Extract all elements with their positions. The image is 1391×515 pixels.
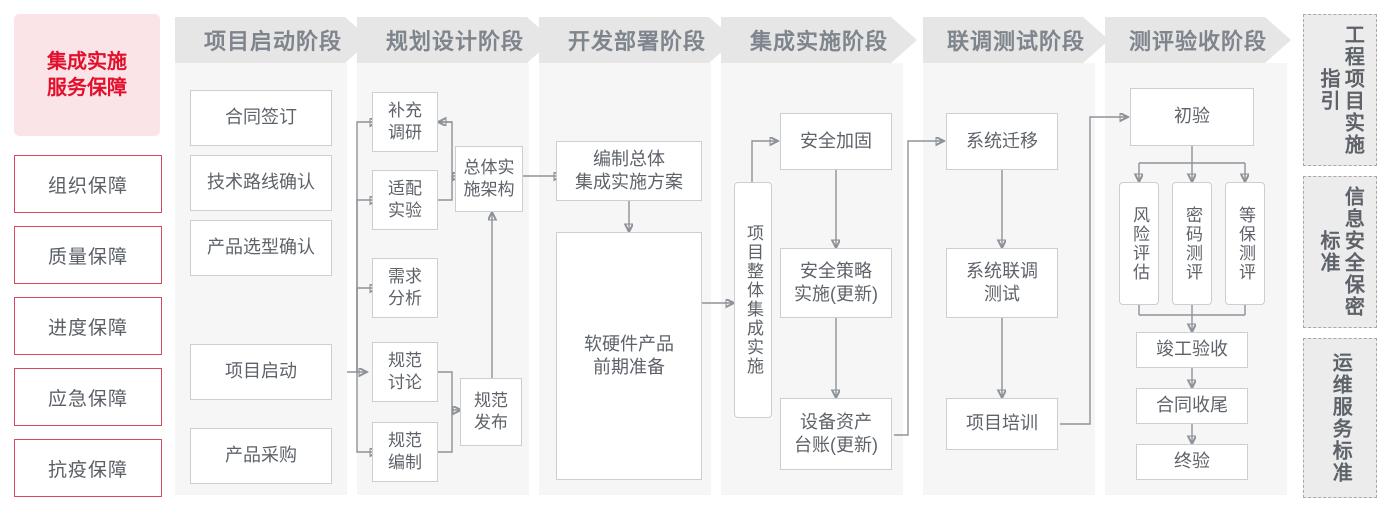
phase-header-accept[interactable]: 测评验收阶段	[1105, 17, 1291, 63]
node-completion-acceptance[interactable]: 竣工验收	[1136, 332, 1248, 368]
phase-header-test[interactable]: 联调测试阶段	[923, 17, 1109, 63]
node-tech-route-confirm[interactable]: 技术路线确认	[190, 155, 332, 211]
node-overall-architecture[interactable]: 总体实施架构	[455, 146, 523, 212]
node-preliminary-acceptance[interactable]: 初验	[1130, 88, 1254, 146]
node-asset-ledger[interactable]: 设备资产台账(更新)	[780, 398, 892, 470]
node-overall-integration-plan[interactable]: 编制总体集成实施方案	[556, 141, 702, 201]
rail-engineering-guideline[interactable]: 工程项目实施指引	[1303, 14, 1377, 166]
phase-header-dev[interactable]: 开发部署阶段	[539, 17, 735, 63]
rail-infosec-standard[interactable]: 信息安全保密标准	[1303, 176, 1377, 328]
rail-ops-standard[interactable]: 运维服务标准	[1303, 338, 1377, 498]
node-crypto-evaluation[interactable]: 密码测评	[1172, 182, 1212, 305]
phase-header-integrate[interactable]: 集成实施阶段	[721, 17, 917, 63]
left-item-organization[interactable]: 组织保障	[14, 155, 162, 213]
rail-label-infosec: 信息安全保密标准	[1317, 186, 1364, 318]
node-project-kickoff[interactable]: 项目启动	[190, 344, 332, 400]
left-item-emergency[interactable]: 应急保障	[14, 368, 162, 426]
left-item-quality[interactable]: 质量保障	[14, 226, 162, 284]
node-product-selection[interactable]: 产品选型确认	[190, 220, 332, 276]
phase-header-start[interactable]: 项目启动阶段	[175, 17, 371, 63]
node-supplementary-research[interactable]: 补充调研	[372, 92, 438, 152]
rail-label-engineering: 工程项目实施指引	[1317, 24, 1364, 156]
node-joint-debug-testing[interactable]: 系统联调测试	[946, 248, 1058, 318]
node-mlps-evaluation[interactable]: 等保测评	[1225, 182, 1265, 305]
node-system-migration[interactable]: 系统迁移	[946, 113, 1058, 170]
node-security-hardening[interactable]: 安全加固	[780, 113, 892, 170]
node-hw-sw-preparation[interactable]: 软硬件产品前期准备	[556, 232, 702, 480]
phase-header-plan[interactable]: 规划设计阶段	[357, 17, 553, 63]
node-final-acceptance[interactable]: 终验	[1136, 444, 1248, 480]
node-spec-drafting[interactable]: 规范编制	[372, 422, 438, 482]
node-overall-project-integration[interactable]: 项目整体集成实施	[734, 182, 772, 418]
node-project-training[interactable]: 项目培训	[946, 398, 1058, 450]
left-item-epidemic[interactable]: 抗疫保障	[14, 439, 162, 497]
node-spec-discussion[interactable]: 规范讨论	[372, 342, 438, 402]
left-item-schedule[interactable]: 进度保障	[14, 297, 162, 355]
node-spec-release[interactable]: 规范发布	[460, 378, 522, 446]
node-product-purchase[interactable]: 产品采购	[190, 428, 332, 484]
node-security-policy[interactable]: 安全策略实施(更新)	[780, 248, 892, 318]
node-contract-signing[interactable]: 合同签订	[190, 90, 332, 146]
left-panel-title: 集成实施服务保障	[14, 14, 160, 136]
node-contract-closure[interactable]: 合同收尾	[1136, 388, 1248, 424]
rail-label-ops: 运维服务标准	[1329, 352, 1352, 484]
node-risk-assessment[interactable]: 风险评估	[1119, 182, 1159, 305]
node-requirement-analysis[interactable]: 需求分析	[372, 258, 438, 318]
node-adaptation-experiment[interactable]: 适配实验	[372, 170, 438, 230]
